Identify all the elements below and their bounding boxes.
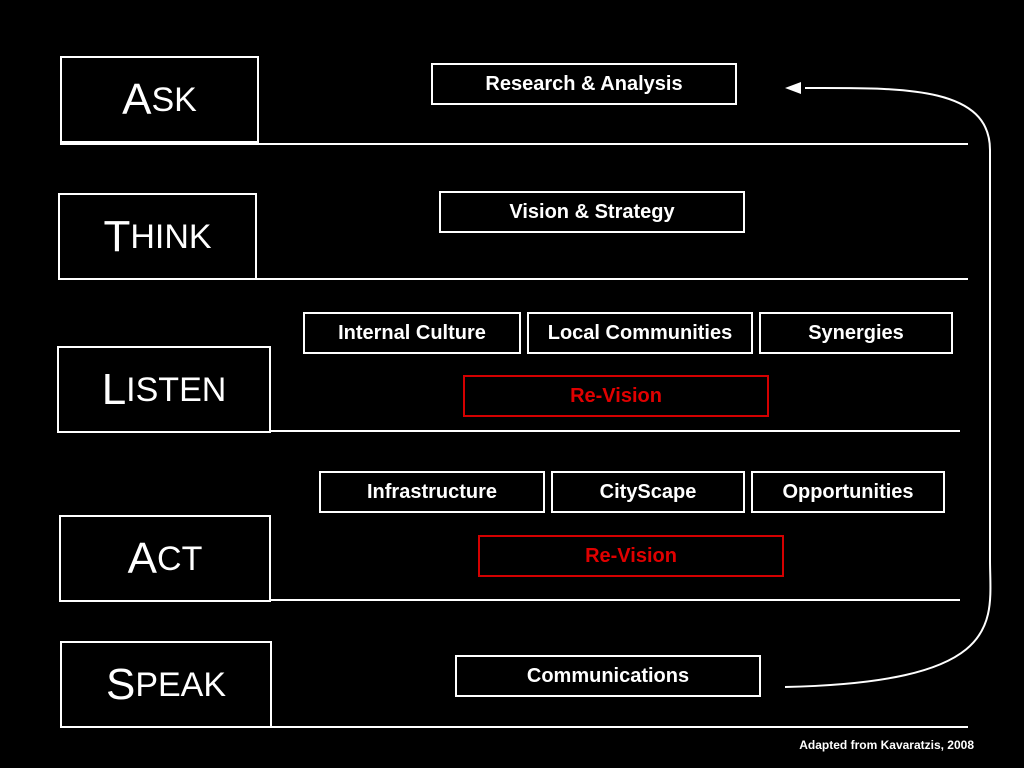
stage-speak-rest: PEAK <box>135 665 227 704</box>
divider-act <box>60 599 960 601</box>
source-credit: Adapted from Kavaratzis, 2008 <box>799 738 974 752</box>
communications-box: Communications <box>455 655 761 697</box>
infrastructure-box: Infrastructure <box>319 471 545 513</box>
stage-ask-initial: A <box>122 74 152 124</box>
synergies-box: Synergies <box>759 312 953 354</box>
stage-listen-rest: ISTEN <box>126 370 227 409</box>
divider-think <box>60 278 968 280</box>
divider-listen <box>60 430 960 432</box>
divider-speak <box>60 726 968 728</box>
stage-speak-initial: S <box>105 659 136 709</box>
opportunities-box: Opportunities <box>751 471 945 513</box>
stage-listen-initial: L <box>101 364 127 414</box>
stage-act-rest: CT <box>157 539 203 578</box>
stage-ask-rest: SK <box>151 80 197 119</box>
stage-act-initial: A <box>127 533 158 583</box>
act-revision-box: Re-Vision <box>478 535 784 577</box>
cityscape-box: CityScape <box>551 471 745 513</box>
listen-revision-box: Re-Vision <box>463 375 769 417</box>
stage-think-initial: T <box>103 211 131 261</box>
divider-ask <box>60 143 968 145</box>
vision-strategy-box: Vision & Strategy <box>439 191 745 233</box>
stage-think-rest: HINK <box>130 217 212 256</box>
research-analysis-box: Research & Analysis <box>431 63 737 105</box>
internal-culture-box: Internal Culture <box>303 312 521 354</box>
local-communities-box: Local Communities <box>527 312 753 354</box>
